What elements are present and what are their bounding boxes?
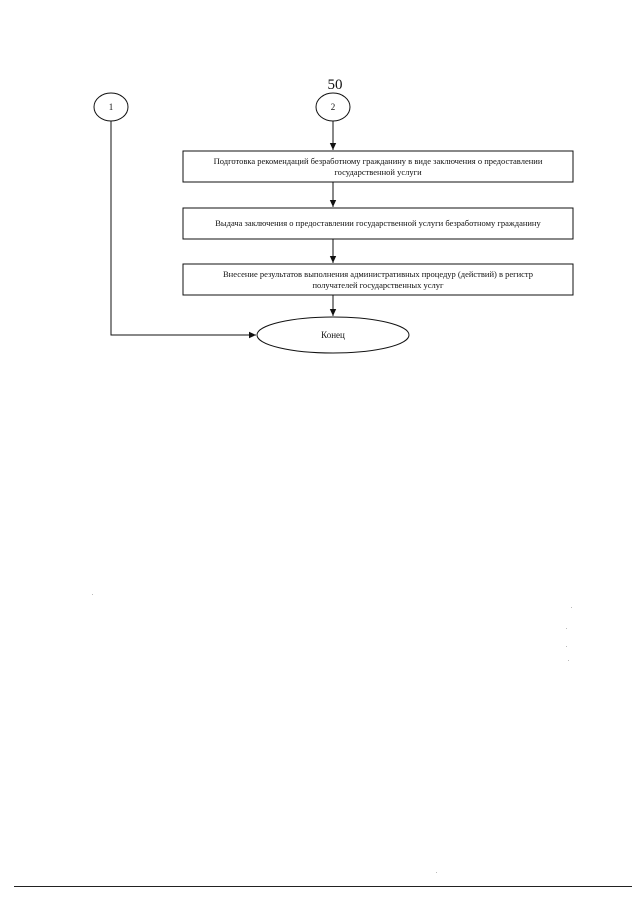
arrow-connector1-to-terminal	[110, 121, 256, 339]
step-1-text: Подготовка рекомендаций безработному гра…	[213, 155, 543, 177]
connector-2-label: 2	[330, 101, 336, 112]
step-3-box	[182, 263, 574, 296]
terminal-ellipse	[256, 316, 410, 354]
footer-rule	[14, 886, 632, 887]
scan-specks	[92, 594, 572, 873]
step-3-text: Внесение результатов выполнения админист…	[223, 268, 533, 290]
connector-1-label: 1	[108, 101, 114, 112]
step-2-box	[182, 207, 574, 240]
step-1-box	[182, 150, 574, 183]
page-number: 50	[327, 77, 343, 93]
step-2-text: Выдача заключения о предоставлении госуд…	[215, 218, 541, 228]
terminal-label: Конец	[321, 329, 345, 340]
